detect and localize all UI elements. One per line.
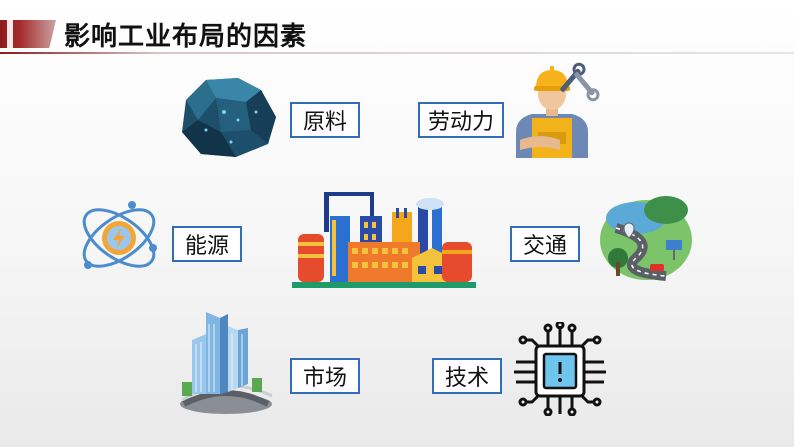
atom-energy-icon	[82, 201, 157, 269]
page-title: 影响工业布局的因素	[64, 22, 308, 52]
label-energy: 能源	[172, 226, 242, 262]
city-buildings-icon	[180, 312, 273, 414]
label-raw-material: 原料	[290, 102, 360, 138]
label-market: 市场	[290, 358, 360, 394]
worker-icon	[516, 62, 600, 158]
rock-icon	[182, 78, 276, 157]
title-decoration	[0, 20, 56, 48]
label-technology: 技术	[432, 358, 502, 394]
label-labor: 劳动力	[418, 102, 504, 138]
road-landscape-icon	[600, 196, 692, 281]
title-underline	[0, 52, 794, 54]
chip-icon	[514, 322, 606, 416]
title-bar: 影响工业布局的因素	[0, 14, 794, 54]
label-transport: 交通	[510, 226, 580, 262]
factory-icon	[292, 192, 476, 288]
